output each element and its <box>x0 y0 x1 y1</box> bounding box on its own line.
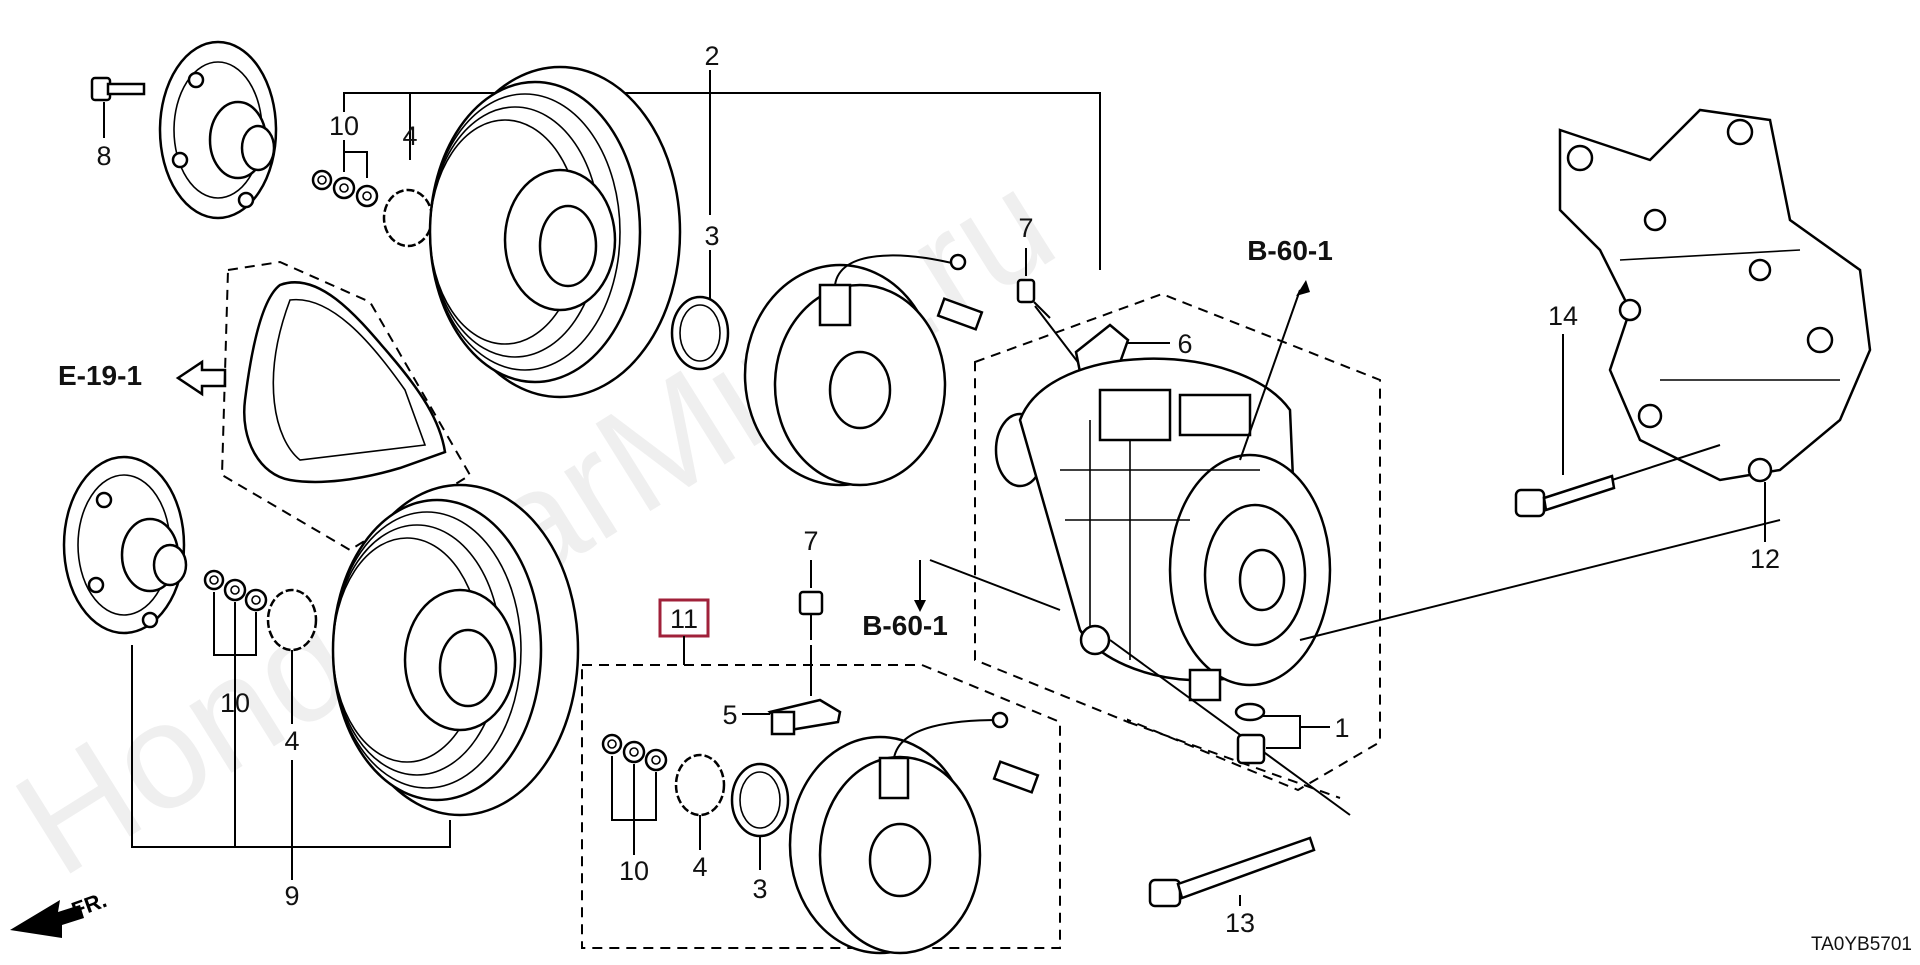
shims-lower <box>203 569 268 690</box>
callout-8: 8 <box>96 141 111 171</box>
callout-14: 14 <box>1548 301 1578 331</box>
ref-b-60-1-mid[interactable]: B-60-1 <box>862 610 948 641</box>
ac-compressor <box>994 357 1332 702</box>
field-coil-kit <box>788 711 1040 955</box>
snap-ring-kit <box>674 753 726 850</box>
clutch-plate-upper <box>158 40 278 220</box>
callout-3-kit: 3 <box>752 874 767 904</box>
bolt-8 <box>90 76 146 138</box>
callout-3-upper: 3 <box>704 221 719 251</box>
snap-ring-lower <box>266 588 318 724</box>
clutch-plate-lower <box>62 455 188 635</box>
pulley-lower <box>331 483 580 817</box>
bolt-7-lower <box>798 560 824 696</box>
bolt-13 <box>1148 836 1316 908</box>
callout-10-kit: 10 <box>619 856 649 886</box>
callout-1: 1 <box>1334 713 1349 743</box>
callout-7-lower: 7 <box>803 526 818 556</box>
shims-kit <box>601 733 668 855</box>
callout-7-upper: 7 <box>1018 213 1033 243</box>
callout-4-kit: 4 <box>692 852 707 882</box>
callout-5: 5 <box>722 700 737 730</box>
callout-13: 13 <box>1225 908 1255 938</box>
ref-b-60-1-top[interactable]: B-60-1 <box>1247 235 1333 266</box>
callout-10-lower: 10 <box>220 688 250 718</box>
field-coil-upper <box>743 253 984 487</box>
front-arrow <box>10 900 84 938</box>
snap-ring-3-upper <box>670 295 730 371</box>
diagram-code: TA0YB5701 <box>1811 934 1912 955</box>
callout-6: 6 <box>1177 329 1192 359</box>
callout-12: 12 <box>1750 544 1780 574</box>
bracket-5 <box>742 698 842 736</box>
shims-upper <box>311 140 379 208</box>
bolt-14 <box>1514 334 1721 518</box>
callout-10-upper: 10 <box>329 111 359 141</box>
drive-belt <box>242 281 447 484</box>
callout-4-lower: 4 <box>284 726 299 756</box>
snap-ring-3-kit <box>730 762 790 870</box>
ref-e-19-1[interactable]: E-19-1 <box>58 360 142 391</box>
compressor-bracket-12 <box>1558 108 1872 542</box>
snap-ring-upper <box>382 188 434 248</box>
callout-2: 2 <box>704 41 719 71</box>
callout-11[interactable]: 11 <box>670 604 698 634</box>
callout-9: 9 <box>284 881 299 911</box>
nut-washer-1 <box>1234 702 1330 765</box>
pulley-upper <box>428 65 682 399</box>
callout-4-upper: 4 <box>402 121 417 151</box>
